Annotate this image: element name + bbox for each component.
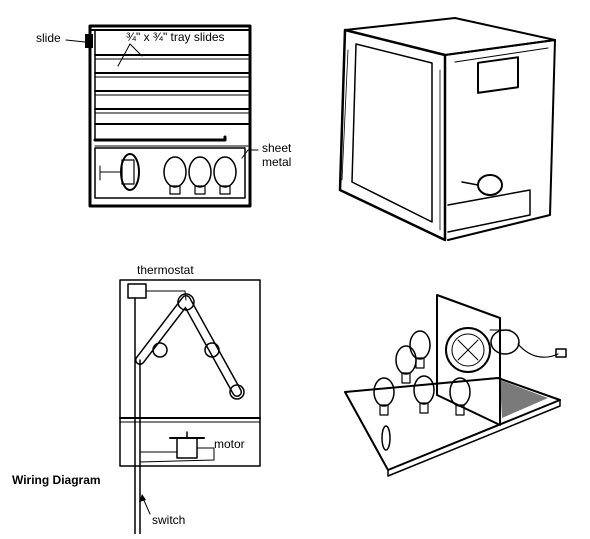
slide-bracket bbox=[85, 34, 93, 48]
sheet-label: sheet bbox=[262, 141, 292, 155]
bulb-icon bbox=[449, 377, 471, 416]
sheet-metal-shelf bbox=[93, 135, 227, 142]
thermostat-label: thermostat bbox=[137, 263, 194, 277]
thermostat-icon bbox=[127, 283, 147, 299]
tray-slides-label: ¾" x ¾" tray slides bbox=[126, 30, 225, 44]
slide-label: slide bbox=[36, 31, 61, 45]
bulb-icon bbox=[395, 345, 417, 384]
motor-icon bbox=[477, 174, 503, 196]
bulb-icon bbox=[188, 156, 212, 195]
bulb-icon bbox=[373, 377, 395, 416]
motor-label: motor bbox=[214, 437, 245, 451]
bulb-icons bbox=[373, 330, 471, 416]
switch-label: switch bbox=[152, 513, 185, 527]
bulb-icon bbox=[409, 330, 431, 369]
wiring-diagram-title: Wiring Diagram bbox=[12, 473, 101, 487]
cabinet-outline bbox=[88, 24, 252, 208]
bulb-icon bbox=[413, 375, 435, 414]
bulb-icons bbox=[163, 156, 237, 195]
bulb-icon bbox=[213, 156, 237, 195]
metal-label: metal bbox=[262, 155, 291, 169]
wiring-diagram bbox=[119, 279, 261, 535]
bulb-tray-assembly bbox=[344, 294, 567, 477]
plug-icon bbox=[555, 348, 567, 358]
tray-slides bbox=[94, 54, 249, 125]
motor-icon bbox=[139, 431, 215, 463]
handle-icon bbox=[477, 56, 519, 94]
bulb-icon bbox=[163, 156, 187, 195]
perspective-cabinet bbox=[338, 17, 556, 242]
fan-icon bbox=[99, 153, 140, 191]
front-cross-section bbox=[65, 24, 259, 208]
